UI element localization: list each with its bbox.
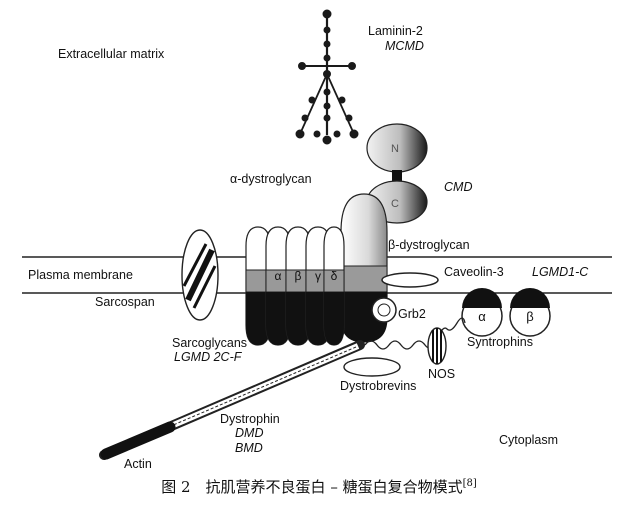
sarcoglycan-alpha-label: α — [275, 269, 282, 283]
cytoplasm-label: Cytoplasm — [499, 433, 558, 447]
alpha-dystroglycan-label: α-dystroglycan — [230, 172, 312, 186]
sarcoglycan-gamma-label: γ — [315, 269, 321, 283]
figure-caption-ref: [8] — [463, 478, 477, 489]
syntrophin-beta-label: β — [526, 309, 533, 324]
dystrobrevins-molecule — [344, 358, 400, 376]
nos-molecule — [428, 328, 446, 364]
syntrophin-beta: β — [510, 288, 550, 336]
sarcoglycans-label: Sarcoglycans — [172, 336, 247, 350]
sarcoglycan-beta-label: β — [295, 269, 302, 283]
syntrophin-alpha-label: α — [478, 309, 486, 324]
sarcospan-molecule — [182, 230, 218, 320]
beta-dystroglycan-label: β-dystroglycan — [388, 238, 470, 252]
cmd-label: CMD — [444, 180, 472, 194]
figure-caption: 图 2 抗肌营养不良蛋白 – 糖蛋白复合物模式[8] — [0, 476, 638, 497]
grb2-label: Grb2 — [398, 307, 426, 321]
actin-label: Actin — [124, 457, 152, 471]
syntrophin-alpha: α — [462, 288, 502, 336]
lgmd2cf-label: LGMD 2C-F — [174, 350, 243, 364]
sarcoglycan-delta-label: δ — [331, 269, 338, 283]
dystrobrevins-label: Dystrobrevins — [340, 379, 416, 393]
extracellular-matrix-label: Extracellular matrix — [58, 47, 165, 61]
plasma-membrane-label: Plasma membrane — [28, 268, 133, 282]
caveolin-3-label: Caveolin-3 — [444, 265, 504, 279]
figure-caption-text: 图 2 抗肌营养不良蛋白 – 糖蛋白复合物模式 — [161, 478, 462, 496]
sarcoglycan-complex: α β γ δ — [246, 227, 344, 345]
g-domain-label: N — [391, 143, 399, 155]
laminin-2-molecule — [296, 10, 358, 144]
nos-label: NOS — [428, 367, 455, 381]
laminin-2-label: Laminin-2 — [368, 24, 423, 38]
grb2-molecule — [372, 298, 396, 322]
c-domain-label: C — [391, 198, 399, 210]
syntrophins-label: Syntrophins — [467, 335, 533, 349]
mcmd-label: MCMD — [385, 39, 424, 53]
dmd-label: DMD — [235, 426, 263, 440]
sarcospan-label: Sarcospan — [95, 295, 155, 309]
bmd-label: BMD — [235, 441, 263, 455]
sarcoglycan-delta — [324, 227, 344, 345]
caveolin-3-molecule — [382, 273, 438, 287]
dystrophin-label: Dystrophin — [220, 412, 280, 426]
lgmd1c-label: LGMD1-C — [532, 265, 589, 279]
